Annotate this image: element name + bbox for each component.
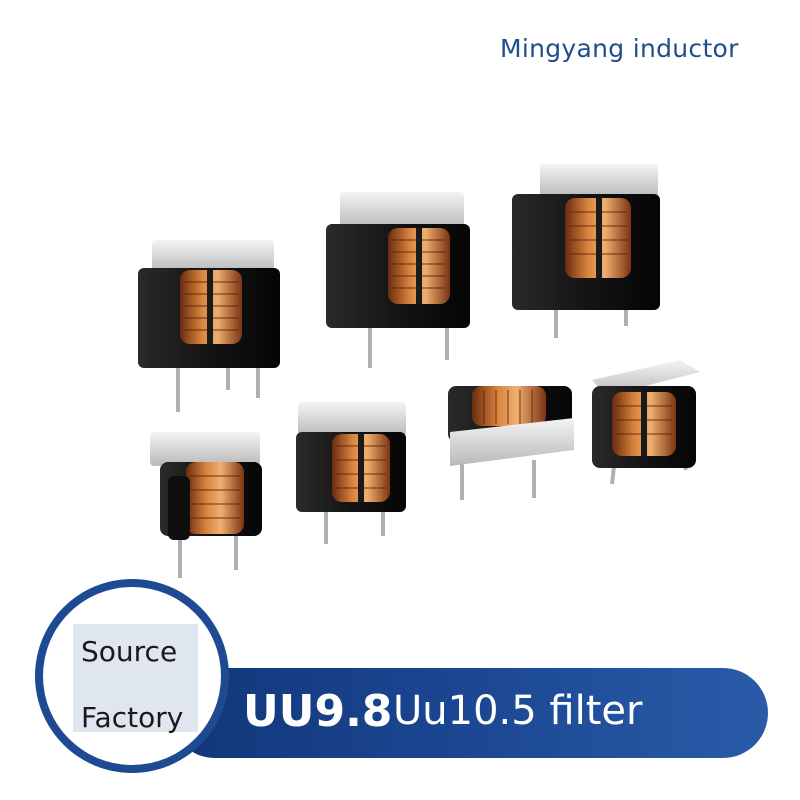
model-title-bold: UU9.8 — [243, 686, 393, 737]
inductor-7 — [592, 360, 700, 485]
inductor-6 — [448, 386, 574, 500]
inductor-1 — [138, 240, 280, 412]
badge-line-1: Source — [81, 635, 178, 668]
brand-name: Mingyang inductor — [500, 34, 739, 63]
title-banner — [170, 668, 768, 758]
badge-line-2: Factory — [81, 701, 184, 734]
inductor-5 — [296, 402, 406, 544]
model-title-rest: Uu10.5 filter — [393, 688, 643, 734]
inductor-4 — [150, 432, 262, 578]
badge-inner: Source Factory — [43, 587, 221, 765]
inductor-3 — [512, 164, 660, 338]
inductor-2 — [326, 192, 470, 368]
source-factory-badge: Source Factory — [35, 579, 229, 773]
badge-panel — [73, 624, 198, 732]
